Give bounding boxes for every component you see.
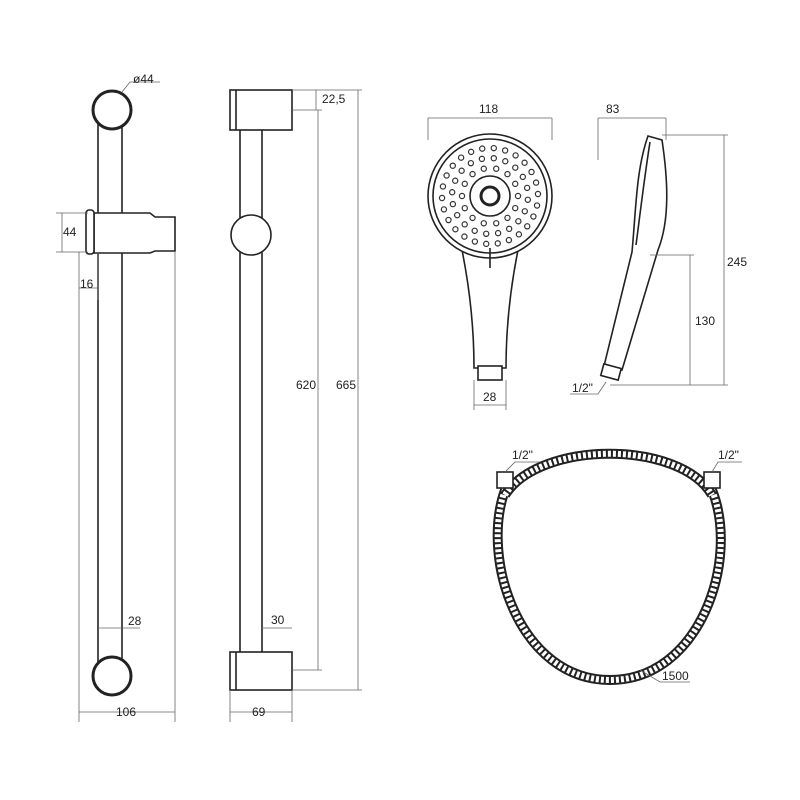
- label-pipe-length: 620: [296, 378, 316, 392]
- nozzle-dot: [461, 204, 468, 212]
- slide-bar-side: [229, 89, 362, 722]
- nozzle-dot: [448, 189, 456, 196]
- nozzle-dot: [512, 164, 519, 171]
- nozzle-dot: [530, 213, 537, 220]
- label-head-diameter: 118: [479, 102, 498, 116]
- nozzle-dot: [479, 145, 486, 152]
- nozzle-dot: [439, 183, 447, 190]
- slide-bar-front: [56, 81, 176, 722]
- nozzle-dot: [515, 218, 522, 225]
- nozzle-dot: [458, 192, 466, 200]
- nozzle-dot: [480, 165, 487, 172]
- label-pipe-width: 30: [271, 613, 285, 627]
- label-shower-length: 245: [727, 255, 747, 269]
- nozzle-dot: [534, 190, 542, 198]
- nozzle-dot: [505, 225, 513, 233]
- nozzle-dot: [524, 196, 532, 203]
- nozzle-dot: [457, 154, 465, 161]
- nozzle-dot: [490, 154, 497, 162]
- nozzle-dot: [467, 148, 475, 156]
- label-hose-thread-right: 1/2": [718, 448, 739, 462]
- nozzle-dot: [521, 208, 528, 215]
- nozzle-pattern: [438, 144, 542, 248]
- nozzle-dot: [504, 170, 511, 178]
- nozzle-dot: [494, 229, 502, 237]
- nozzle-dot: [505, 236, 513, 244]
- nozzle-dot: [523, 184, 531, 192]
- nozzle-dot: [490, 144, 497, 152]
- nozzle-dot: [443, 172, 450, 179]
- nozzle-dot: [471, 227, 478, 234]
- nozzle-dot: [502, 158, 509, 165]
- nozzle-dot: [461, 221, 468, 228]
- nozzle-dot: [512, 204, 519, 212]
- nozzle-dot: [438, 194, 446, 202]
- nozzle-dot: [469, 214, 476, 222]
- label-slider-height: 44: [63, 225, 77, 239]
- nozzle-dot: [494, 240, 501, 247]
- label-shower-depth: 83: [606, 102, 620, 116]
- nozzle-dot: [533, 202, 541, 209]
- label-shower-thread: 1/2": [572, 381, 593, 395]
- nozzle-dot: [514, 192, 522, 200]
- nozzle-dot: [453, 211, 461, 219]
- nozzle-dot: [480, 220, 487, 227]
- nozzle-dot: [524, 223, 531, 230]
- label-depth: 69: [252, 705, 266, 719]
- label-hose-length: 1500: [662, 669, 689, 683]
- nozzle-dot: [504, 214, 511, 222]
- label-width: 106: [116, 705, 136, 719]
- label-total-length: 665: [336, 378, 356, 392]
- nozzle-dot: [458, 167, 465, 174]
- nozzle-dot: [532, 179, 540, 186]
- label-pipe-diameter: 28: [128, 614, 142, 628]
- nozzle-dot: [469, 170, 476, 178]
- nozzle-dot: [452, 177, 459, 184]
- nozzle-dot: [493, 165, 500, 172]
- label-handle-length: 130: [695, 314, 715, 328]
- nozzle-dot: [493, 220, 500, 227]
- nozzle-dot: [483, 240, 490, 248]
- nozzle-dot: [483, 230, 490, 238]
- nozzle-dot: [521, 159, 528, 166]
- hose: [492, 448, 742, 686]
- nozzle-dot: [528, 168, 535, 176]
- nozzle-dot: [478, 155, 486, 163]
- hand-shower-front: [427, 117, 553, 410]
- nozzle-dot: [461, 233, 468, 240]
- label-hose-thread-left: 1/2": [512, 448, 533, 462]
- nozzle-dot: [452, 226, 459, 233]
- nozzle-dot: [445, 216, 452, 224]
- label-bracket-height: 22,5: [322, 92, 346, 106]
- label-connector-width: 28: [483, 390, 497, 404]
- nozzle-dot: [471, 238, 479, 245]
- nozzle-dot: [512, 180, 519, 188]
- nozzle-dot: [519, 173, 527, 181]
- label-offset: 16: [80, 277, 94, 291]
- nozzle-dot: [449, 162, 456, 169]
- nozzle-dot: [467, 159, 475, 167]
- nozzle-dot: [449, 200, 457, 208]
- nozzle-dot: [440, 206, 448, 213]
- nozzle-dot: [461, 180, 468, 188]
- hand-shower-side: [570, 117, 728, 395]
- nozzle-dot: [512, 152, 519, 159]
- nozzle-dot: [501, 147, 509, 154]
- label-circle-diameter: ø44: [133, 72, 154, 86]
- nozzle-dot: [515, 231, 523, 238]
